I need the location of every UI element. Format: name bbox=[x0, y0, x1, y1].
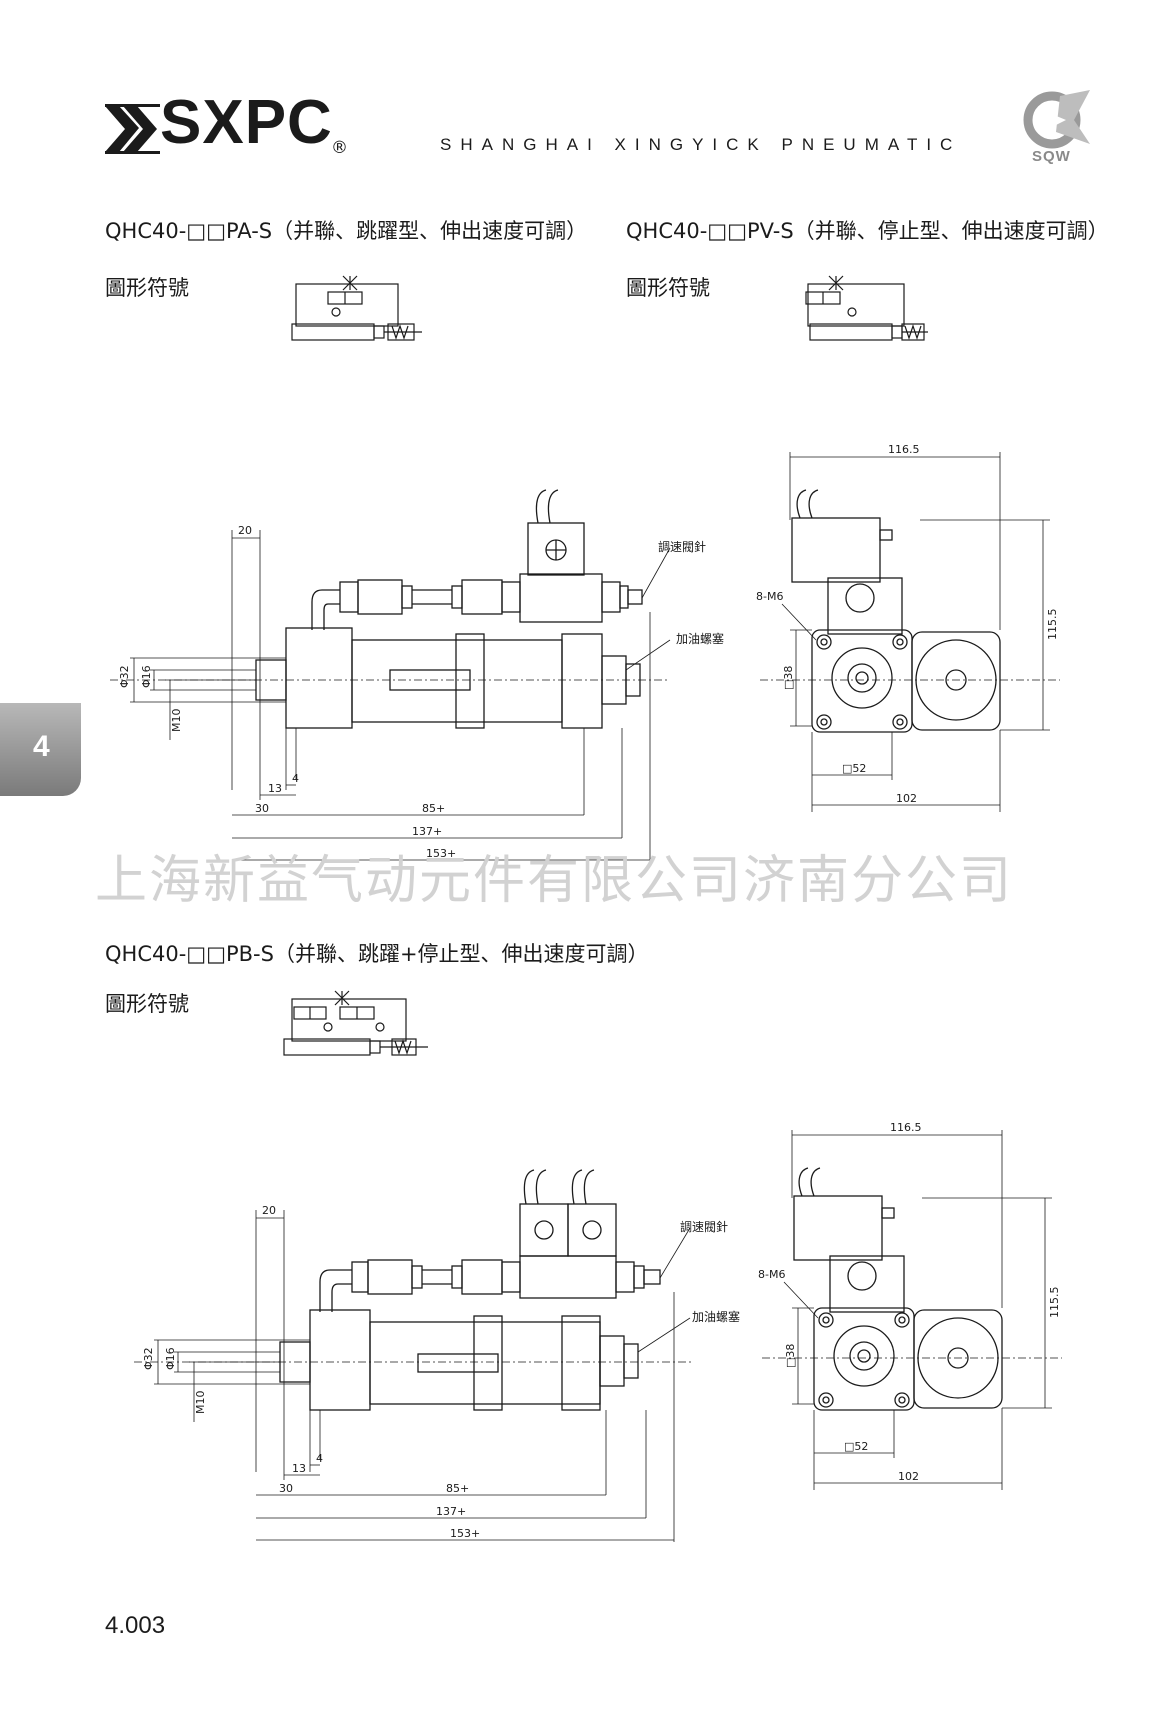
pneumatic-symbol-pb bbox=[283, 990, 428, 1056]
callout-needle-bottom: 調速閥針 bbox=[680, 1220, 729, 1234]
dim-38-b: □38 bbox=[784, 1344, 797, 1368]
dim-20-b: 20 bbox=[262, 1204, 276, 1217]
dim-30-b: 30 bbox=[279, 1482, 293, 1495]
dim-52: □52 bbox=[842, 762, 866, 775]
dim-38: □38 bbox=[782, 666, 795, 690]
pneumatic-symbol-pv bbox=[805, 275, 928, 341]
sqw-brand-text: SQW bbox=[1032, 148, 1071, 165]
callout-thread-top: 8-M6 bbox=[756, 590, 783, 603]
dim-phi32: Φ32 bbox=[118, 665, 131, 688]
dim-13-b: 13 bbox=[292, 1462, 306, 1475]
dim-102: 102 bbox=[896, 792, 917, 805]
dim-85: 85+ bbox=[422, 802, 445, 815]
page-number: 4.003 bbox=[105, 1612, 166, 1639]
callout-thread-bottom: 8-M6 bbox=[758, 1268, 785, 1281]
end-view-drawing-top: 116.5 115.5 □38 □52 102 8-M6 bbox=[756, 443, 1060, 812]
dim-115-5-b: 115.5 bbox=[1048, 1287, 1061, 1319]
dim-153-b: 153+ bbox=[450, 1527, 480, 1540]
registered-mark: ® bbox=[331, 138, 348, 158]
chapter-tab bbox=[0, 703, 81, 796]
dim-m10-b: M10 bbox=[194, 1391, 207, 1415]
dim-30: 30 bbox=[255, 802, 269, 815]
symbol-label-pv: 圖形符號 bbox=[626, 276, 710, 300]
symbol-label-pb: 圖形符號 bbox=[105, 992, 189, 1016]
dim-20: 20 bbox=[238, 524, 252, 537]
side-view-drawing-bottom: 20 4 13 30 85+ 137+ 153+ Φ32 Φ16 M10 bbox=[134, 1169, 694, 1542]
dim-137-b: 137+ bbox=[436, 1505, 466, 1518]
symbol-label-pa: 圖形符號 bbox=[105, 276, 189, 300]
sqw-brand-icon bbox=[1023, 90, 1090, 149]
side-view-drawing-top: 20 4 13 30 85+ 137+ 153+ Φ32 Φ16 M10 bbox=[110, 489, 671, 862]
chapter-tab-number: 4 bbox=[33, 730, 50, 763]
dim-4: 4 bbox=[292, 772, 299, 785]
dim-116-5: 116.5 bbox=[888, 443, 920, 456]
dim-m10: M10 bbox=[170, 709, 183, 733]
pneumatic-symbol-pa bbox=[291, 275, 422, 341]
callout-needle-top: 調速閥針 bbox=[658, 540, 707, 554]
company-name-en: SHANGHAI XINGYICK PNEUMATIC bbox=[440, 135, 962, 154]
end-view-drawing-bottom: 116.5 115.5 □38 □52 102 8-M6 bbox=[758, 1121, 1062, 1490]
dim-116-5-b: 116.5 bbox=[890, 1121, 922, 1134]
callout-oil-plug-bottom: 加油螺塞 bbox=[692, 1310, 741, 1324]
dim-102-b: 102 bbox=[898, 1470, 919, 1483]
dim-85-b: 85+ bbox=[446, 1482, 469, 1495]
sxpc-logo-icon bbox=[105, 104, 161, 154]
model-title-pa: QHC40-□□PA-S（并聯、跳躍型、伸出速度可調） bbox=[105, 219, 588, 243]
dim-52-b: □52 bbox=[844, 1440, 868, 1453]
dim-115-5: 115.5 bbox=[1046, 609, 1059, 641]
dim-137: 137+ bbox=[412, 825, 442, 838]
dim-153: 153+ bbox=[426, 847, 456, 860]
dim-phi16-b: Φ16 bbox=[164, 1347, 177, 1370]
callout-oil-plug-top: 加油螺塞 bbox=[676, 632, 725, 646]
watermark-text: 上海新益气动元件有限公司济南分公司 bbox=[95, 851, 1014, 911]
dim-phi32-b: Φ32 bbox=[142, 1347, 155, 1370]
dim-phi16: Φ16 bbox=[140, 665, 153, 688]
model-title-pb: QHC40-□□PB-S（并聯、跳躍+停止型、伸出速度可調） bbox=[105, 942, 649, 966]
dim-4-b: 4 bbox=[316, 1452, 323, 1465]
logo-wordmark: SXPC bbox=[160, 88, 333, 157]
model-title-pv: QHC40-□□PV-S（并聯、停止型、伸出速度可調） bbox=[626, 219, 1109, 243]
dim-13: 13 bbox=[268, 782, 282, 795]
